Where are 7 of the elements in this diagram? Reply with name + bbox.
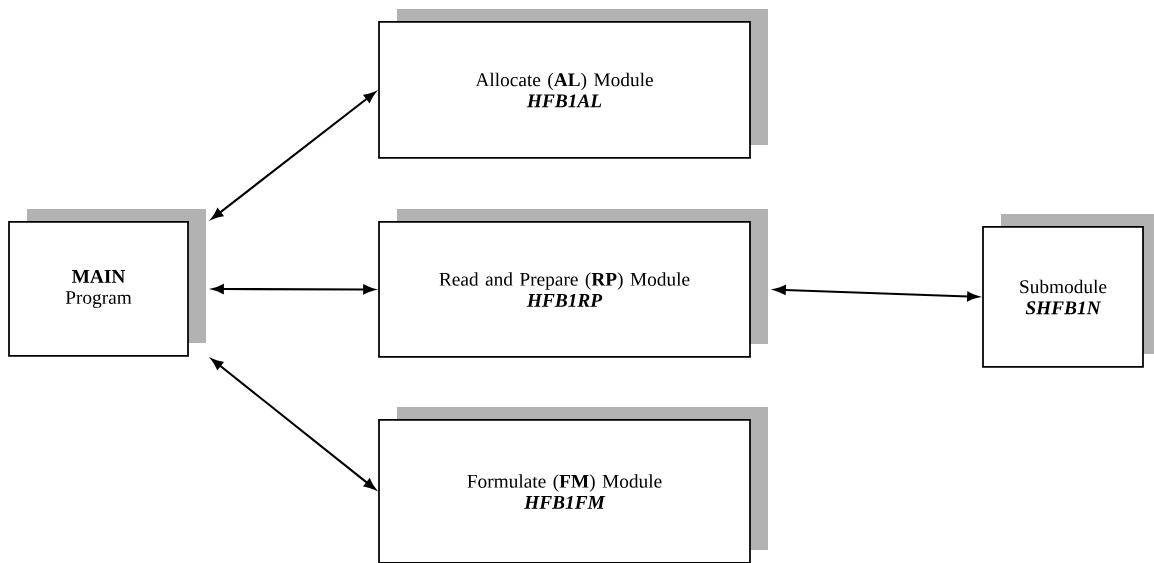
module-box: Allocate (AL) Module HFB1AL — [378, 21, 751, 159]
program-box: MAIN Program — [8, 221, 189, 357]
arrow — [211, 91, 376, 220]
module-box: Submodule SHFB1N — [982, 226, 1144, 368]
module-box: Formulate (FM) Module HFB1FM — [378, 419, 751, 563]
module-box: Read and Prepare (RP) Module HFB1RP — [378, 221, 751, 358]
arrow — [211, 358, 376, 490]
